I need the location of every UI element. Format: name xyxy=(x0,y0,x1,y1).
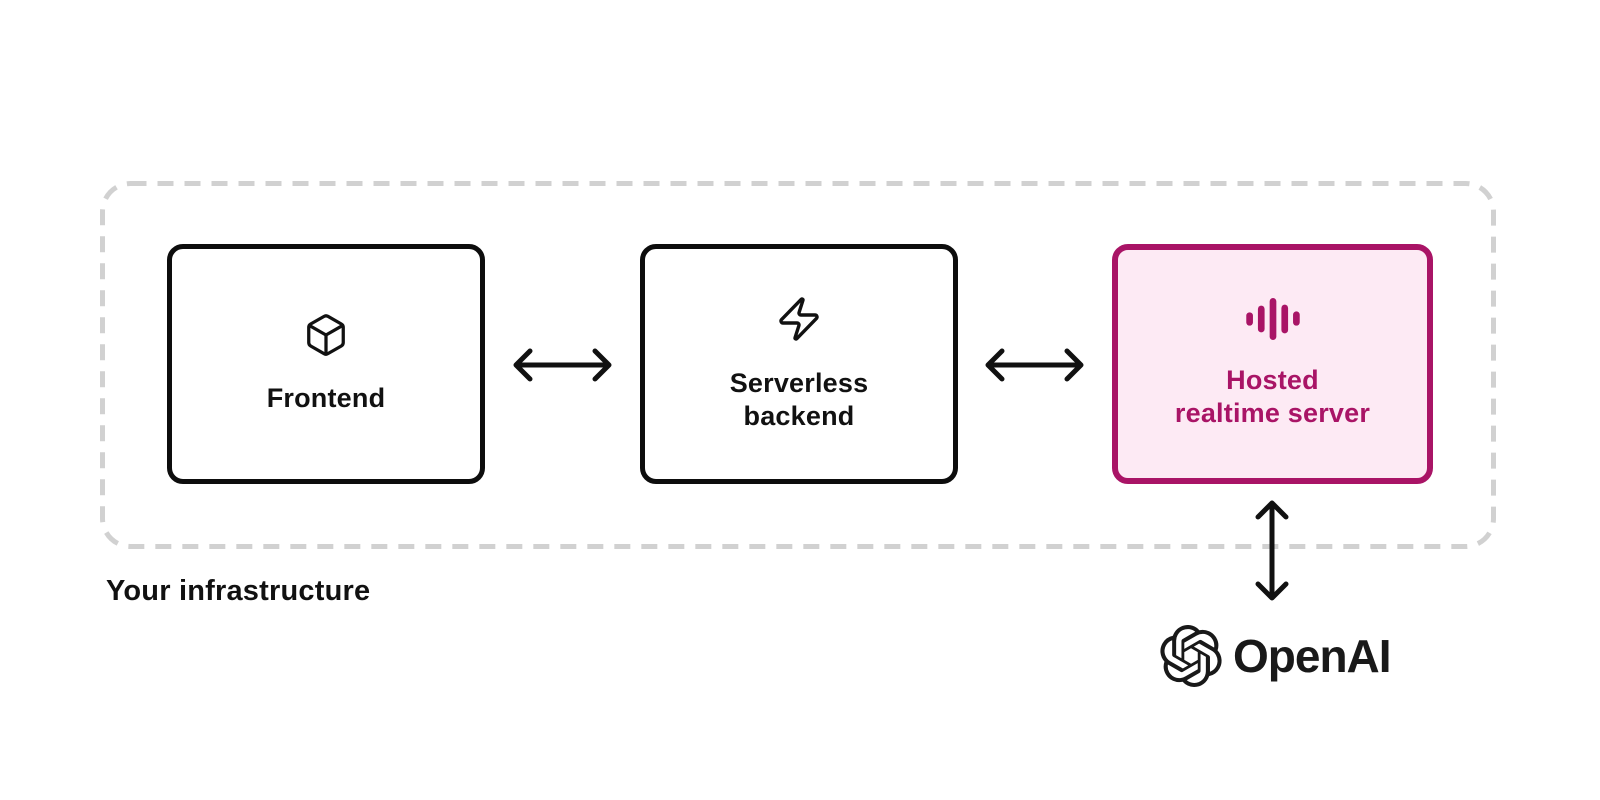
arrow-backend-realtime xyxy=(985,348,1084,382)
openai-wordmark: OpenAI xyxy=(1233,630,1392,682)
arrow-realtime-openai xyxy=(1255,500,1289,601)
node-hosted-realtime-server-label: Hosted realtime server xyxy=(1174,364,1371,428)
audio-waveform-icon xyxy=(1245,297,1300,340)
node-serverless-backend: Serverless backend xyxy=(640,244,958,484)
node-frontend: Frontend xyxy=(167,244,485,484)
node-hosted-realtime-server: Hosted realtime server xyxy=(1112,244,1433,484)
openai-logo: OpenAI xyxy=(1160,625,1392,687)
node-frontend-label: Frontend xyxy=(266,383,386,414)
node-serverless-backend-label: Serverless backend xyxy=(729,367,869,431)
zap-icon xyxy=(779,297,819,341)
arrow-frontend-backend xyxy=(513,348,612,382)
openai-logo-icon xyxy=(1160,625,1222,687)
infrastructure-boundary-label: Your infrastructure xyxy=(106,575,371,607)
cube-icon xyxy=(307,314,345,357)
